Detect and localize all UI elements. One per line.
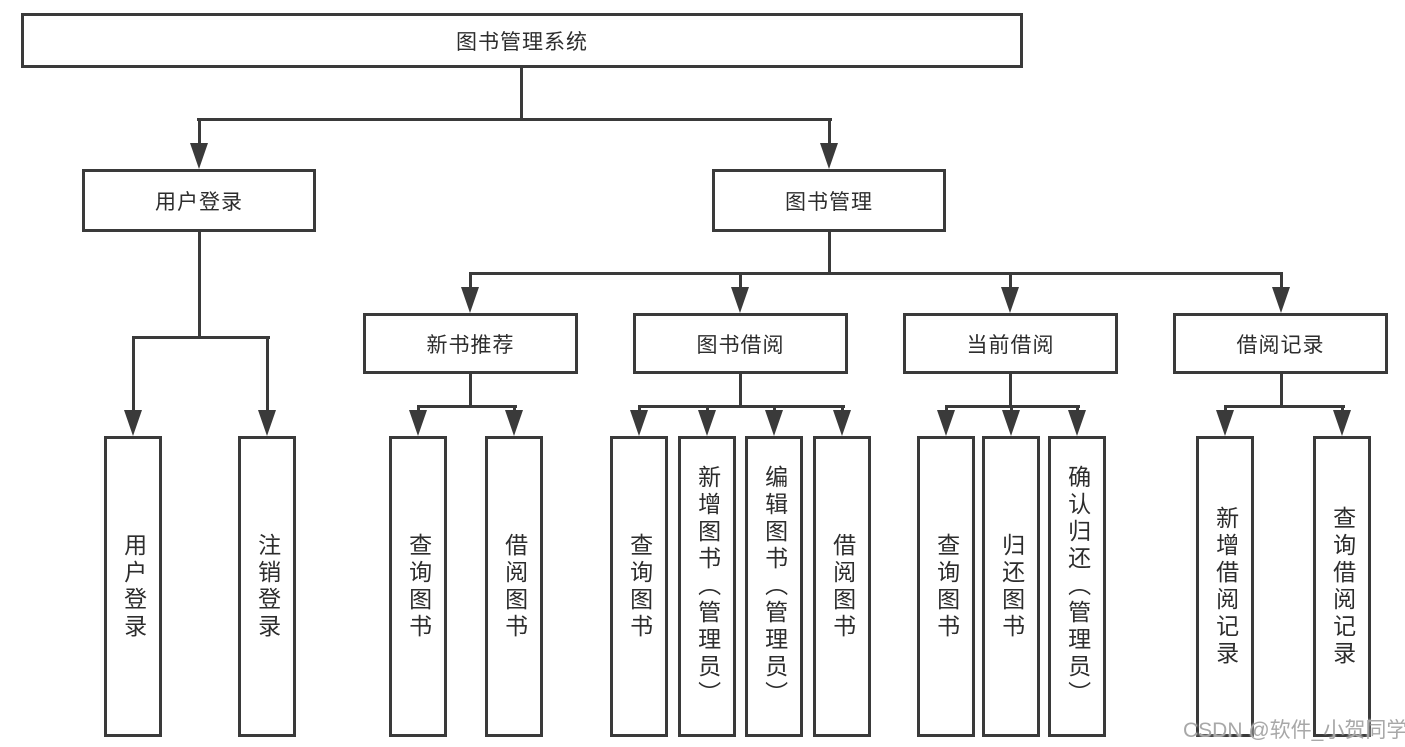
leaf-borrow-book: 借阅图书 (813, 436, 871, 737)
leaf-label: 编辑图书（管理员） (761, 465, 788, 708)
arrow-down-icon (190, 143, 208, 169)
leaf-add-book-admin: 新增图书（管理员） (678, 436, 736, 737)
arrow-down-icon (258, 410, 276, 436)
connector-user-login-stub (198, 232, 201, 339)
arrow-down-icon (698, 410, 716, 436)
arrow-down-icon (1333, 410, 1351, 436)
leaf-add-borrow-record: 新增借阅记录 (1196, 436, 1254, 737)
arrow-down-icon (505, 410, 523, 436)
leaf-edit-book-admin: 编辑图书（管理员） (745, 436, 803, 737)
node-new-book-recommend-label: 新书推荐 (426, 333, 515, 357)
arrow-down-icon (630, 410, 648, 436)
connector-new-book-rail (417, 405, 517, 408)
leaf-query-current: 查询图书 (917, 436, 975, 737)
arrow-down-icon (1001, 287, 1019, 313)
leaf-return-book: 归还图书 (982, 436, 1040, 737)
connector-new-book-stub (469, 374, 472, 408)
leaf-borrow-book-recommend: 借阅图书 (485, 436, 543, 737)
leaf-query-book-recommend: 查询图书 (389, 436, 447, 737)
node-root-label: 图书管理系统 (456, 30, 588, 54)
leaf-confirm-return-admin: 确认归还（管理员） (1048, 436, 1106, 737)
connector-drop-leaf (513, 405, 516, 413)
node-borrow-record-label: 借阅记录 (1236, 333, 1325, 357)
connector-drop-leaf (266, 336, 269, 413)
watermark: CSDN @软件_小贺同学 (1183, 719, 1405, 742)
leaf-logout: 注销登录 (238, 436, 296, 737)
node-current-borrow: 当前借阅 (903, 313, 1118, 374)
connector-level2-rail (469, 272, 1283, 275)
connector-drop-leaf (945, 405, 948, 413)
leaf-label: 查询图书 (405, 532, 432, 641)
node-root: 图书管理系统 (21, 13, 1023, 68)
connector-user-login-rail (132, 336, 270, 339)
leaf-label: 新增图书（管理员） (694, 465, 721, 708)
connector-drop-leaf (417, 405, 420, 413)
connector-drop-borrow-record (1280, 272, 1283, 290)
leaf-label: 新增借阅记录 (1212, 505, 1239, 668)
node-new-book-recommend: 新书推荐 (363, 313, 578, 374)
leaf-label: 查询图书 (626, 532, 653, 641)
connector-drop-user-login (198, 118, 201, 146)
connector-drop-current-borrow (1009, 272, 1012, 290)
leaf-label: 归还图书 (998, 532, 1025, 641)
connector-drop-leaf (773, 405, 776, 413)
connector-drop-book-mgmt (828, 118, 831, 146)
leaf-label: 借阅图书 (501, 532, 528, 641)
node-user-login-label: 用户登录 (155, 190, 243, 214)
connector-book-borrow-stub (739, 374, 742, 408)
node-borrow-record: 借阅记录 (1173, 313, 1388, 374)
connector-current-borrow-stub (1009, 374, 1012, 408)
leaf-label: 查询借阅记录 (1329, 505, 1356, 668)
arrow-down-icon (409, 410, 427, 436)
node-book-borrow: 图书借阅 (633, 313, 848, 374)
leaf-label: 查询图书 (933, 532, 960, 641)
connector-book-borrow-rail (638, 405, 845, 408)
connector-drop-leaf (1076, 405, 1079, 413)
node-current-borrow-label: 当前借阅 (966, 333, 1055, 357)
arrow-down-icon (124, 410, 142, 436)
connector-borrow-record-stub (1280, 374, 1283, 408)
node-book-management: 图书管理 (712, 169, 946, 232)
connector-book-mgmt-stub (828, 232, 831, 275)
connector-drop-leaf (1341, 405, 1344, 413)
arrow-down-icon (1002, 410, 1020, 436)
leaf-label: 用户登录 (120, 532, 147, 641)
leaf-query-book: 查询图书 (610, 436, 668, 737)
connector-borrow-record-rail (1224, 405, 1345, 408)
leaf-query-borrow-record: 查询借阅记录 (1313, 436, 1371, 737)
connector-level1-rail (197, 118, 832, 121)
connector-root-stub (520, 68, 523, 120)
connector-drop-leaf (706, 405, 709, 413)
leaf-label: 注销登录 (254, 532, 281, 641)
connector-drop-leaf (841, 405, 844, 413)
leaf-user-login: 用户登录 (104, 436, 162, 737)
arrow-down-icon (937, 410, 955, 436)
node-book-management-label: 图书管理 (785, 190, 873, 214)
connector-drop-leaf (1224, 405, 1227, 413)
arrow-down-icon (765, 410, 783, 436)
connector-drop-leaf (132, 336, 135, 413)
node-book-borrow-label: 图书借阅 (696, 333, 785, 357)
connector-drop-leaf (1010, 405, 1013, 413)
leaf-label: 借阅图书 (829, 532, 856, 641)
arrow-down-icon (1272, 287, 1290, 313)
node-user-login: 用户登录 (82, 169, 316, 232)
arrow-down-icon (731, 287, 749, 313)
arrow-down-icon (820, 143, 838, 169)
arrow-down-icon (1216, 410, 1234, 436)
arrow-down-icon (1068, 410, 1086, 436)
connector-drop-book-borrow (739, 272, 742, 290)
connector-drop-new-book (469, 272, 472, 290)
connector-drop-leaf (638, 405, 641, 413)
arrow-down-icon (833, 410, 851, 436)
arrow-down-icon (461, 287, 479, 313)
leaf-label: 确认归还（管理员） (1064, 465, 1091, 708)
